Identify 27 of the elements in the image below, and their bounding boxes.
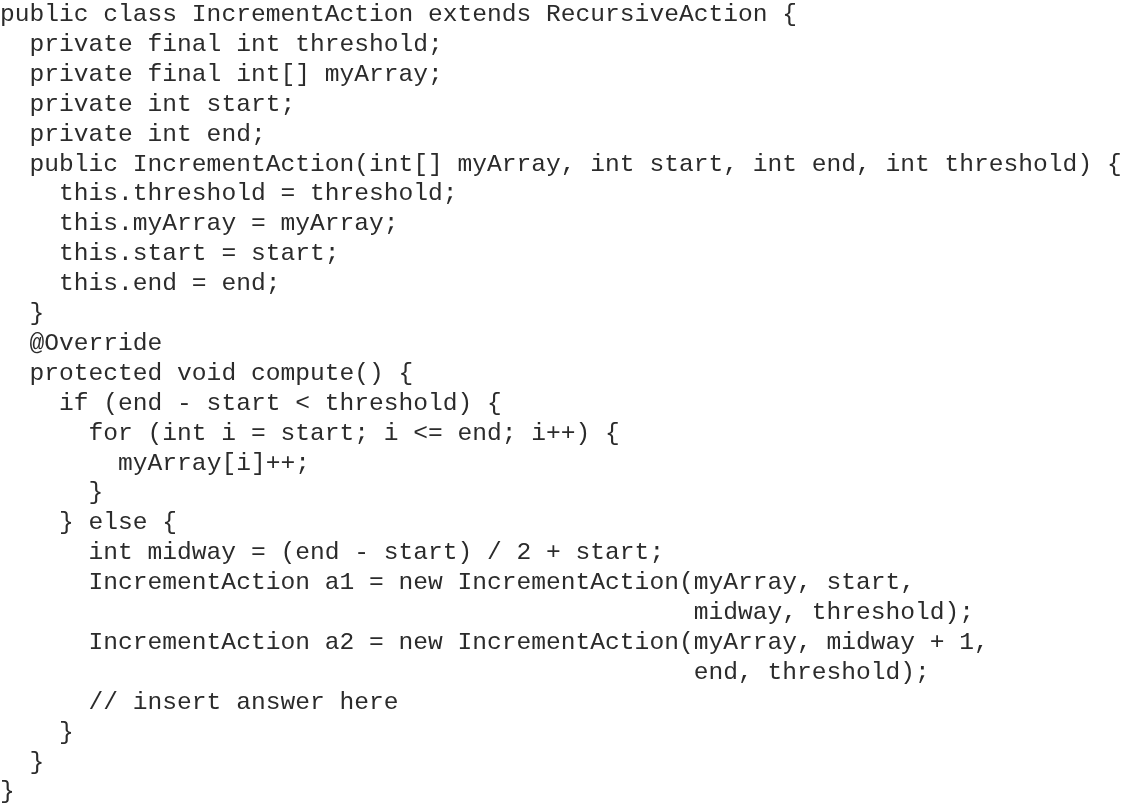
code-line: int midway = (end - start) / 2 + start; [88,538,665,569]
code-line: } [0,777,15,808]
code-line: private int start; [29,89,296,120]
code-line: this.myArray = myArray; [59,209,399,240]
code-line: // insert answer here [88,687,399,718]
code-line: this.start = start; [59,239,340,270]
code-line: this.threshold = threshold; [59,179,458,210]
code-line: if (end - start < threshold) { [59,388,502,419]
code-line: } else { [59,508,178,539]
code-line: protected void compute() { [29,358,414,389]
code-line: private final int threshold; [29,29,443,60]
code-line: @Override [29,328,163,359]
code-line: } [88,478,104,509]
code-line: private int end; [29,119,266,150]
code-line: this.end = end; [59,269,281,299]
code-line: for (int i = start; i <= end; i++) { [88,418,620,449]
code-line: end, threshold); [693,657,930,688]
code-line: midway, threshold); [693,598,975,628]
code-line: } [59,717,74,748]
code-line: public IncrementAction(int[] myArray, int start, int end, int threshold) { [29,149,1122,180]
code-line: IncrementAction a2 = new IncrementAction(myArray, midway + 1, [88,627,989,658]
code-line: } [29,747,45,778]
code-line: } [29,299,45,329]
code-line: public class IncrementAction extends RecursiveAction { [0,0,797,30]
code-line: private final int[] myArray; [29,59,443,90]
code-line: myArray[i]++; [118,448,310,479]
code-line: IncrementAction a1 = new IncrementAction(myArray, start, [88,568,916,598]
